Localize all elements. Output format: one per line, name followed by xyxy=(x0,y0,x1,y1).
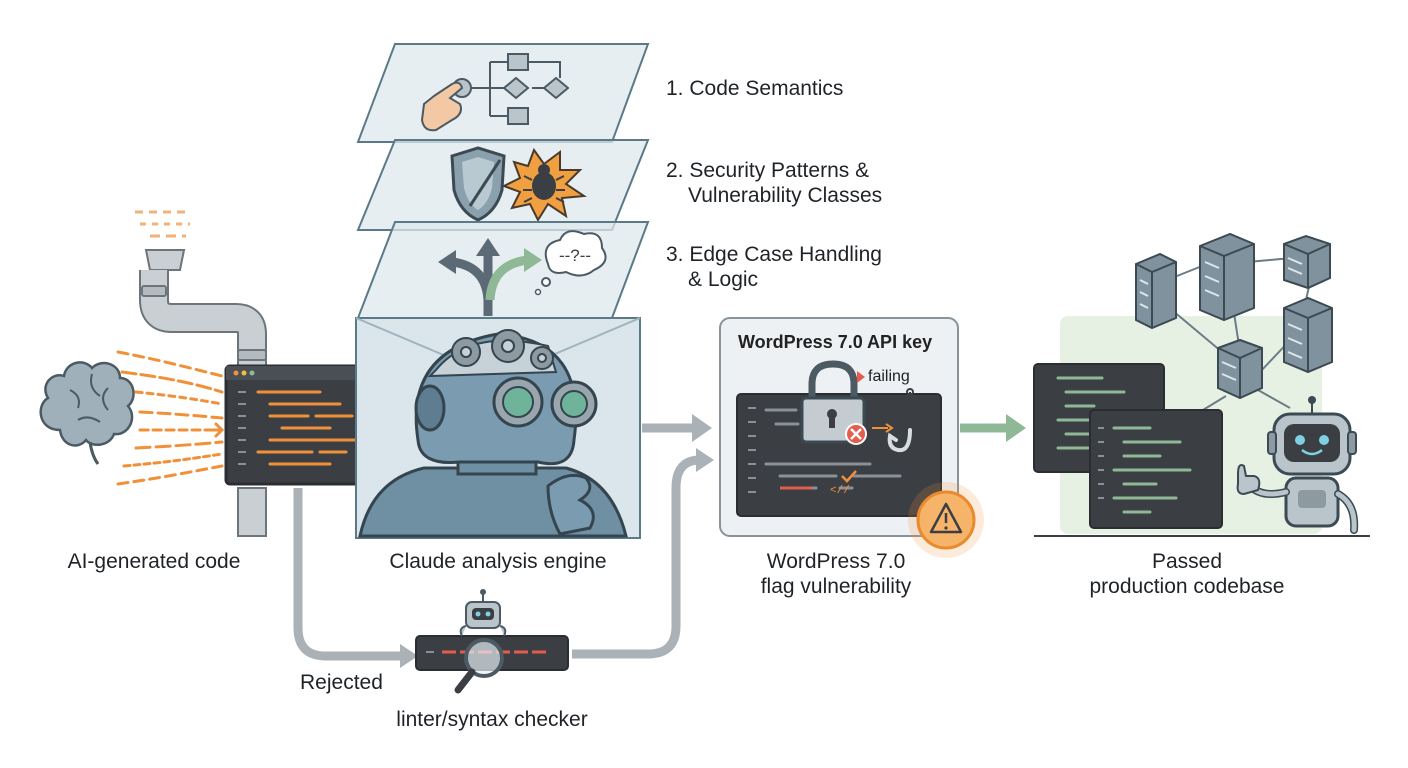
engine-to-wordpress-arrow xyxy=(642,414,712,442)
question-bubble-icon: --?-- xyxy=(534,230,607,296)
layer-label-2-line1: 2. Security Patterns & xyxy=(666,159,870,182)
layer-label-3-line2: & Logic xyxy=(688,268,759,291)
arrow-to-hook xyxy=(872,423,894,433)
input-pipe xyxy=(135,210,267,537)
wordpress-card-title: WordPress 7.0 API key xyxy=(738,332,933,352)
label-wordpress-line1: WordPress 7.0 xyxy=(766,550,906,573)
svg-text:<//: <// xyxy=(830,485,850,497)
server-icon xyxy=(1135,232,1333,400)
label-passed-line2: production codebase xyxy=(1089,575,1285,598)
layer-label-3: 3. Edge Case Handling & Logic xyxy=(666,242,882,292)
layer-plane-3: --?-- xyxy=(356,221,650,319)
brain-icon xyxy=(39,361,135,465)
shield-icon xyxy=(450,146,506,222)
layer-plane-2 xyxy=(356,139,650,231)
layer-label-1: 1. Code Semantics xyxy=(666,76,843,101)
label-wordpress-flag: WordPress 7.0 flag vulnerability xyxy=(718,549,954,599)
bubble-text: --?-- xyxy=(559,246,591,265)
linter-robot-icon xyxy=(459,589,507,637)
failing-flag-icon xyxy=(857,371,865,383)
layer-label-2-line2: Vulnerability Classes xyxy=(688,184,883,207)
label-wordpress-line2: flag vulnerability xyxy=(760,575,912,598)
layer-label-3-line1: 3. Edge Case Handling xyxy=(666,243,882,266)
label-rejected: Rejected xyxy=(300,671,383,694)
phishing-hook-icon xyxy=(887,388,914,453)
prod-code-window-front xyxy=(1089,409,1223,529)
rejected-path-arrow xyxy=(293,488,418,668)
layer-plane-1 xyxy=(356,43,650,143)
hand-pointer-icon xyxy=(420,81,464,132)
orange-code-streams xyxy=(116,350,225,486)
label-passed-line1: Passed xyxy=(1151,550,1223,573)
label-ai-generated-code: AI-generated code xyxy=(67,550,241,573)
wordpress-to-passed-arrow xyxy=(960,414,1026,442)
ai-code-window xyxy=(224,364,398,486)
label-claude-analysis-engine: Claude analysis engine xyxy=(389,550,607,573)
wordpress-card-status: failing xyxy=(868,368,910,385)
linter-to-wordpress-arrow xyxy=(572,448,714,659)
robot-head-icon xyxy=(358,329,628,538)
error-x-icon xyxy=(845,423,867,445)
warning-icon xyxy=(908,482,984,558)
decision-arrows-icon xyxy=(438,238,542,316)
layer-label-1-line1: 1. Code Semantics xyxy=(666,77,844,100)
bug-burst-icon xyxy=(501,147,587,223)
label-passed-codebase: Passed production codebase xyxy=(1062,549,1312,599)
magnifier-icon xyxy=(454,638,504,694)
happy-robot-icon xyxy=(1236,396,1359,534)
layer-label-2: 2. Security Patterns & Vulnerability Cla… xyxy=(666,158,882,208)
label-linter-checker: linter/syntax checker xyxy=(396,708,588,731)
